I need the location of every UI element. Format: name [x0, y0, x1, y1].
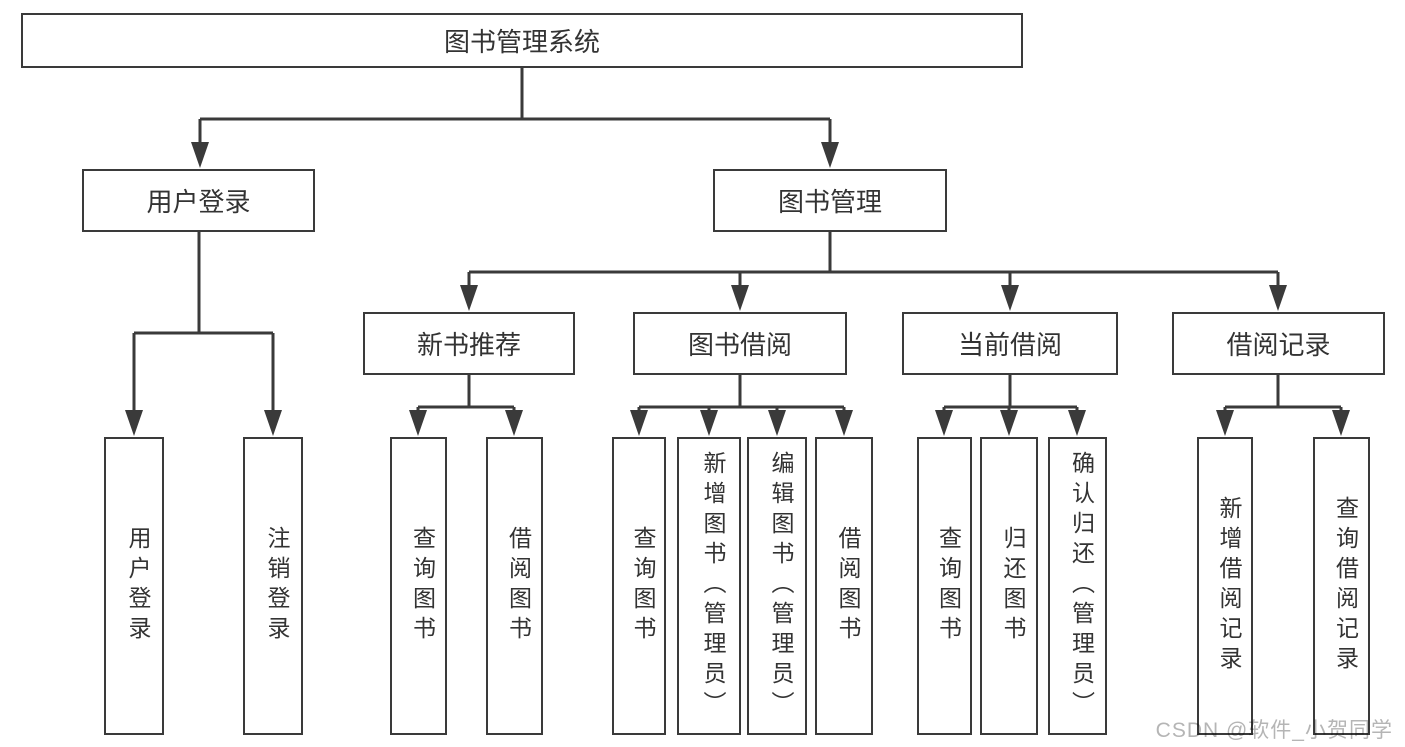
node-user-login-label: 用户登录 — [146, 187, 251, 217]
leaf-user-login: 用户登录 — [104, 437, 164, 735]
leaf-edit-book-admin: 编辑图书（管理员） — [747, 437, 807, 735]
leaf-query-books-current-label: 查询图书 — [935, 526, 962, 646]
node-book-management-label: 图书管理 — [777, 187, 882, 217]
node-root: 图书管理系统 — [21, 13, 1023, 68]
leaf-logout-login: 注销登录 — [243, 437, 303, 735]
leaf-borrow-books-recommend-label: 借阅图书 — [505, 526, 532, 646]
leaf-borrow-books-borrowing-label: 借阅图书 — [835, 526, 861, 646]
leaf-edit-book-admin-label: 编辑图书（管理员） — [768, 451, 794, 721]
leaf-confirm-return-admin-label: 确认归还（管理员） — [1068, 451, 1095, 721]
leaf-query-borrow-record-label: 查询借阅记录 — [1332, 496, 1359, 676]
node-book-management: 图书管理 — [713, 169, 947, 232]
node-book-borrowing: 图书借阅 — [633, 312, 847, 375]
node-current-borrowing: 当前借阅 — [902, 312, 1118, 375]
leaf-user-login-label: 用户登录 — [125, 526, 151, 646]
leaf-query-books-current: 查询图书 — [917, 437, 972, 735]
leaf-query-books-recommend-label: 查询图书 — [409, 526, 436, 646]
node-current-borrowing-label: 当前借阅 — [957, 330, 1062, 360]
node-user-login: 用户登录 — [82, 169, 315, 232]
leaf-confirm-return-admin: 确认归还（管理员） — [1048, 437, 1107, 735]
leaf-query-books-borrowing: 查询图书 — [612, 437, 666, 735]
leaf-logout-login-label: 注销登录 — [264, 526, 290, 646]
leaf-return-books: 归还图书 — [980, 437, 1038, 735]
watermark: CSDN @软件_小贺同学 — [1155, 719, 1393, 742]
node-new-book-recommendation: 新书推荐 — [363, 312, 575, 375]
leaf-return-books-label: 归还图书 — [1000, 526, 1026, 646]
leaf-borrow-books-borrowing: 借阅图书 — [815, 437, 873, 735]
leaf-add-book-admin-label: 新增图书（管理员） — [700, 451, 726, 721]
leaf-borrow-books-recommend: 借阅图书 — [486, 437, 543, 735]
leaf-query-books-recommend: 查询图书 — [390, 437, 447, 735]
node-book-borrowing-label: 图书借阅 — [687, 330, 792, 360]
node-new-book-recommendation-label: 新书推荐 — [416, 330, 521, 360]
node-root-label: 图书管理系统 — [443, 27, 600, 57]
node-borrowing-records: 借阅记录 — [1172, 312, 1385, 375]
node-borrowing-records-label: 借阅记录 — [1226, 330, 1331, 360]
leaf-add-borrow-record: 新增借阅记录 — [1197, 437, 1253, 735]
leaf-add-borrow-record-label: 新增借阅记录 — [1216, 496, 1242, 676]
leaf-add-book-admin: 新增图书（管理员） — [677, 437, 741, 735]
leaf-query-borrow-record: 查询借阅记录 — [1313, 437, 1370, 735]
leaf-query-books-borrowing-label: 查询图书 — [630, 526, 656, 646]
